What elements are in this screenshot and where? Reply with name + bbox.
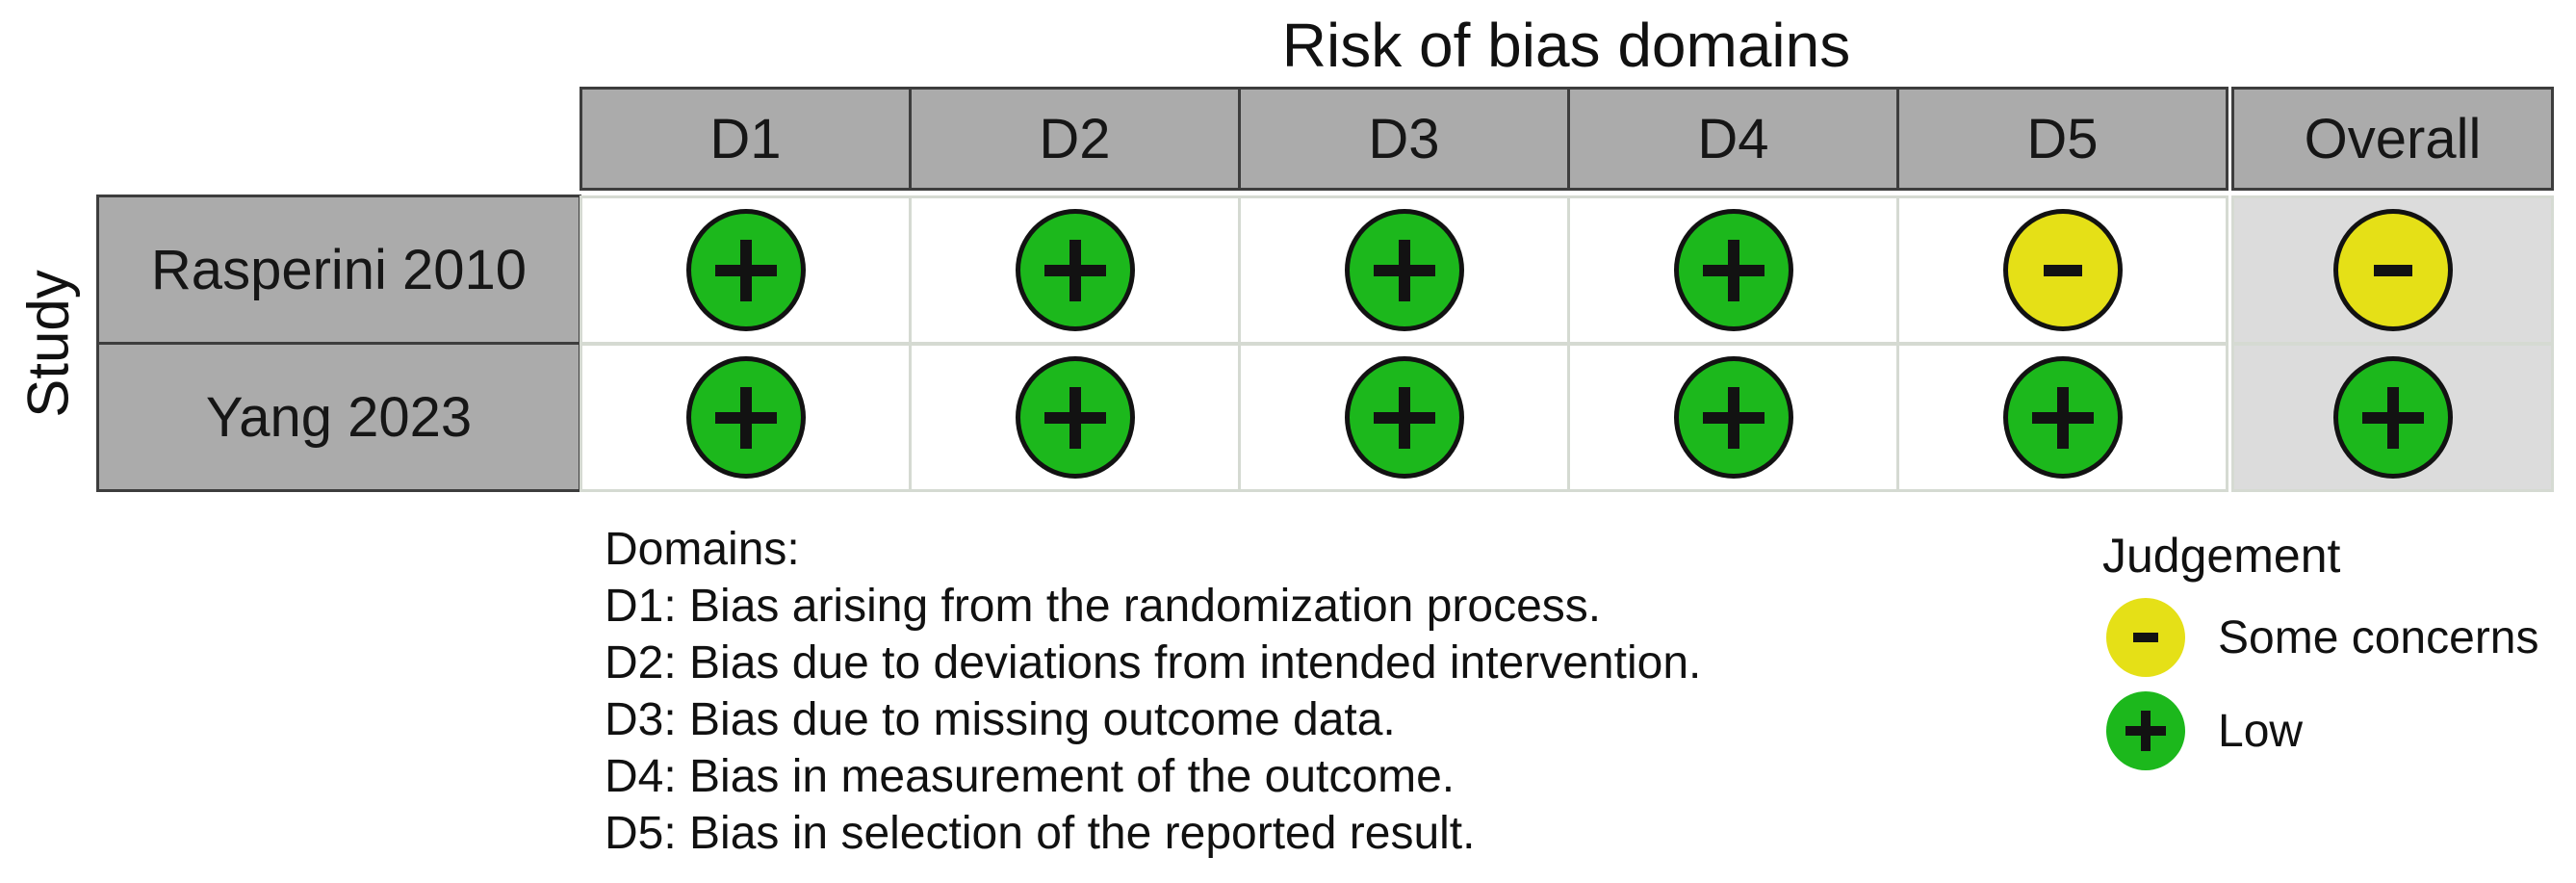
figure-title: Risk of bias domains [1281,11,1851,80]
judgement-circle-low [1673,356,1793,479]
plus-symbol-icon [2141,711,2151,751]
cell-rasperini-2010-overall [2231,195,2554,345]
cell-yang-2023-d1 [580,343,912,492]
judgement-circle-low [2002,356,2123,479]
cell-rasperini-2010-d3 [1238,195,1570,345]
plus-symbol-icon [739,239,752,301]
legend-item-low: Low [2106,691,2303,770]
study-axis-label: Study [15,270,81,418]
column-header-d4: D4 [1567,87,1899,191]
minus-symbol-icon [2133,633,2158,642]
cell-rasperini-2010-d2 [909,195,1241,345]
judgement-circle-low [1344,209,1464,331]
judgement-circle-low [1015,209,1135,331]
judgement-circle-low [685,356,806,479]
judgement-circle-some-concerns [2106,598,2185,677]
cell-yang-2023-d5 [1896,343,2228,492]
legend-title: Judgement [2102,529,2341,583]
cell-yang-2023-d3 [1238,343,1570,492]
judgement-circle-low [1344,356,1464,479]
row-label-rasperini-2010: Rasperini 2010 [96,195,581,345]
cell-rasperini-2010-d4 [1567,195,1899,345]
cell-yang-2023-d4 [1567,343,1899,492]
column-header-overall: Overall [2231,87,2554,191]
judgement-circle-low [2106,691,2185,770]
judgement-circle-low [2332,356,2453,479]
domain-definition-d3: D3: Bias due to missing outcome data. [605,694,1396,745]
domains-note-heading: Domains: [605,524,800,575]
legend-label-low: Low [2218,705,2304,757]
plus-symbol-icon [1069,239,1081,301]
row-label-yang-2023: Yang 2023 [96,342,581,492]
plus-symbol-icon [1727,386,1739,449]
cell-rasperini-2010-d5 [1896,195,2228,345]
judgement-circle-some-concerns [2002,209,2123,331]
cell-yang-2023-overall [2231,343,2554,492]
domain-definition-d5: D5: Bias in selection of the reported re… [605,808,1476,859]
judgement-circle-some-concerns [2332,209,2453,331]
column-header-d5: D5 [1896,87,2228,191]
domain-definitions: D1: Bias arising from the randomization … [605,578,1701,862]
domains-note: Domains: D1: Bias arising from the rando… [605,521,1701,862]
legend-item-some-concerns: Some concerns [2106,598,2539,677]
domain-definition-d1: D1: Bias arising from the randomization … [605,581,1602,632]
column-header-d2: D2 [909,87,1241,191]
judgement-circle-low [685,209,806,331]
cell-rasperini-2010-d1 [580,195,912,345]
legend-label-some-concerns: Some concerns [2218,611,2539,663]
cell-yang-2023-d2 [909,343,1241,492]
column-header-d3: D3 [1238,87,1570,191]
plus-symbol-icon [1069,386,1081,449]
column-header-d1: D1 [580,87,912,191]
domain-definition-d4: D4: Bias in measurement of the outcome. [605,751,1455,802]
judgement-circle-low [1673,209,1793,331]
plus-symbol-icon [1727,239,1739,301]
plus-symbol-icon [2386,386,2399,449]
plus-symbol-icon [1398,239,1410,301]
minus-symbol-icon [2373,264,2412,276]
plus-symbol-icon [2056,386,2069,449]
domain-definition-d2: D2: Bias due to deviations from intended… [605,637,1702,688]
judgement-circle-low [1015,356,1135,479]
minus-symbol-icon [2043,264,2082,276]
plus-symbol-icon [1398,386,1410,449]
plus-symbol-icon [739,386,752,449]
